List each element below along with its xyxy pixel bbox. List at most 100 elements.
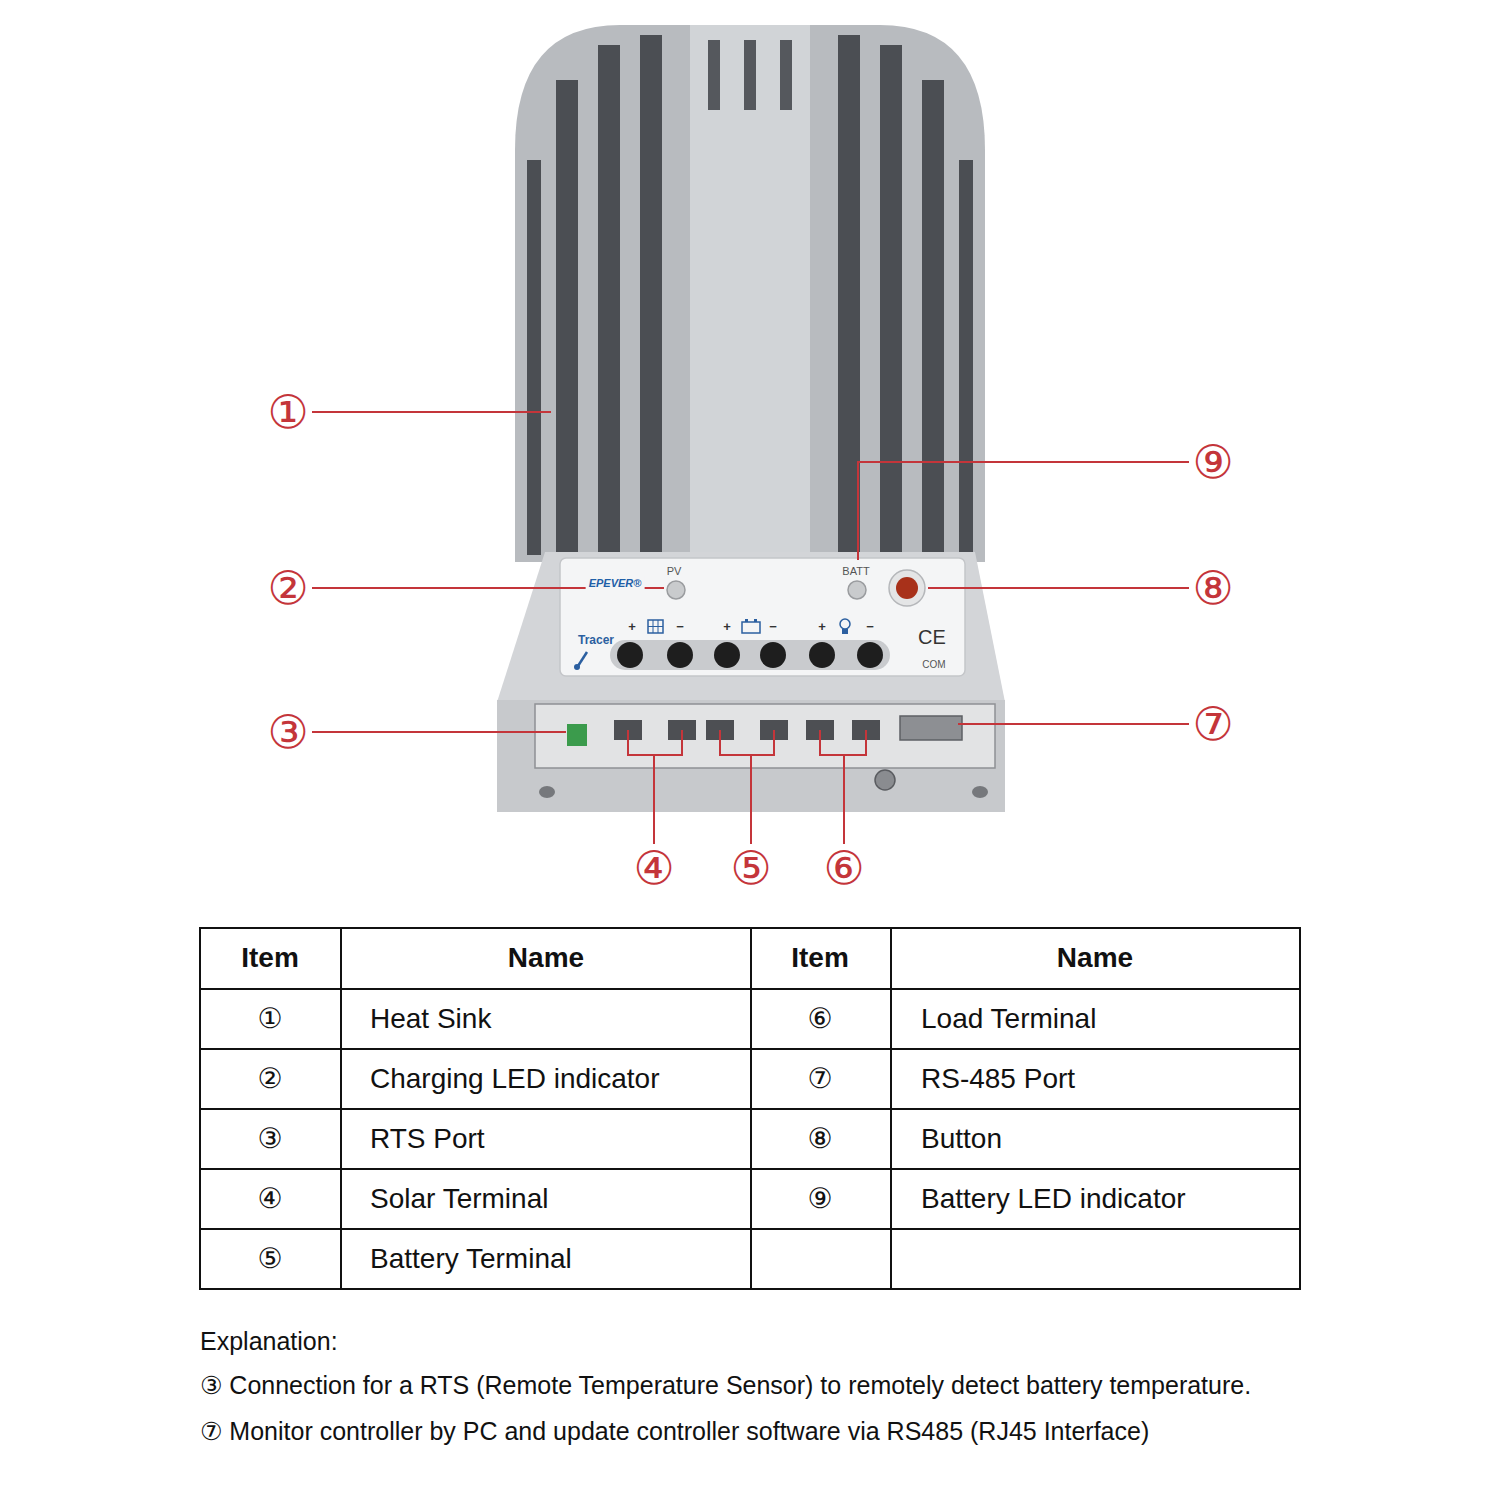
base-housing bbox=[539, 786, 555, 798]
port-label: COM bbox=[922, 659, 945, 670]
leader-lines bbox=[750, 755, 752, 844]
front-panel bbox=[809, 642, 835, 668]
front-panel bbox=[760, 642, 786, 668]
callout-number: ⑧ bbox=[1192, 563, 1233, 614]
item-number: ⑧ bbox=[807, 1124, 832, 1155]
heat-sink bbox=[959, 160, 973, 555]
led-label: PV bbox=[667, 565, 682, 577]
polarity-mark: − bbox=[866, 620, 874, 634]
callout-number: ⑦ bbox=[1192, 699, 1233, 750]
panel-icons bbox=[745, 619, 748, 622]
heat-sink bbox=[556, 80, 578, 555]
heat-sink bbox=[690, 25, 810, 562]
brand-logo: EPEVER® bbox=[586, 576, 645, 590]
panel-icons bbox=[840, 619, 850, 629]
item-number: ① bbox=[257, 1004, 282, 1035]
polarity-mark: − bbox=[676, 620, 684, 634]
led-and-button bbox=[667, 581, 685, 599]
table-cell: Button bbox=[921, 1124, 1002, 1155]
parts-table bbox=[200, 1108, 1300, 1110]
front-panel bbox=[857, 642, 883, 668]
front-panel bbox=[610, 640, 890, 670]
leader-lines bbox=[312, 412, 1189, 844]
panel-icons bbox=[648, 626, 663, 627]
table-header: Name bbox=[1057, 943, 1133, 974]
front-panel bbox=[497, 552, 1005, 702]
panel-icons bbox=[574, 664, 580, 670]
base-housing bbox=[875, 770, 895, 790]
heat-sink bbox=[598, 45, 620, 555]
base-housing bbox=[972, 786, 988, 798]
heat-sink bbox=[838, 35, 860, 555]
table-cell: Charging LED indicator bbox=[370, 1064, 660, 1095]
item-number: ⑤ bbox=[257, 1244, 282, 1275]
leader-lines bbox=[312, 731, 566, 733]
item-number: ⑥ bbox=[807, 1004, 832, 1035]
table-cell: Battery Terminal bbox=[370, 1244, 572, 1275]
leader-lines bbox=[628, 730, 682, 755]
panel-icons bbox=[578, 652, 587, 666]
explanation-text: ⑦ Monitor controller by PC and update co… bbox=[200, 1418, 1149, 1446]
callout-number: ④ bbox=[633, 843, 674, 894]
heat-sink bbox=[640, 35, 662, 555]
heat-sink bbox=[708, 40, 720, 110]
polarity-mark: − bbox=[769, 620, 777, 634]
polarity-mark: + bbox=[628, 620, 636, 634]
explanation-text: ③ Connection for a RTS (Remote Temperatu… bbox=[200, 1372, 1251, 1400]
heat-sink bbox=[922, 80, 944, 555]
callout-number: ③ bbox=[267, 707, 308, 758]
item-number: ③ bbox=[257, 1124, 282, 1155]
heat-sink bbox=[780, 40, 792, 110]
leader-lines bbox=[312, 411, 551, 413]
heat-sink bbox=[880, 45, 902, 555]
panel-icons bbox=[742, 622, 760, 633]
leader-lines bbox=[843, 755, 845, 844]
heat-sink bbox=[744, 40, 756, 110]
table-cell: RTS Port bbox=[370, 1124, 485, 1155]
leader-lines bbox=[820, 730, 866, 755]
callout-number: ⑤ bbox=[730, 843, 771, 894]
explanation-text: Explanation: bbox=[200, 1328, 338, 1356]
led-and-button bbox=[848, 581, 866, 599]
table-cell: Heat Sink bbox=[370, 1004, 491, 1035]
heat-sink bbox=[515, 25, 985, 562]
leader-lines bbox=[720, 730, 774, 755]
table-cell: RS-485 Port bbox=[921, 1064, 1075, 1095]
heat-sink bbox=[515, 25, 985, 562]
table-cell: Solar Terminal bbox=[370, 1184, 548, 1215]
panel-icons bbox=[574, 619, 850, 670]
base-housing bbox=[535, 704, 995, 768]
parts-table bbox=[200, 1048, 1300, 1050]
table-header: Name bbox=[508, 943, 584, 974]
table-header: Item bbox=[241, 943, 299, 974]
parts-table bbox=[200, 928, 1300, 1289]
item-number: ② bbox=[257, 1064, 282, 1095]
leader-lines bbox=[928, 587, 1189, 589]
front-panel bbox=[617, 642, 643, 668]
panel-icons bbox=[754, 619, 757, 622]
heat-sink bbox=[527, 160, 541, 555]
front-panel bbox=[667, 642, 693, 668]
polarity-mark: + bbox=[818, 620, 826, 634]
led-and-button bbox=[896, 577, 918, 599]
led-and-button bbox=[667, 570, 925, 606]
callout-number: ① bbox=[267, 387, 308, 438]
parts-table bbox=[200, 988, 1300, 990]
parts-table bbox=[200, 928, 1300, 1289]
front-panel bbox=[714, 642, 740, 668]
panel-icons bbox=[842, 629, 848, 634]
base-housing bbox=[900, 716, 962, 740]
callout-number: ② bbox=[267, 563, 308, 614]
table-cell: Battery LED indicator bbox=[921, 1184, 1186, 1215]
polarity-mark: + bbox=[723, 620, 731, 634]
front-panel bbox=[497, 552, 1005, 702]
leader-lines bbox=[653, 755, 655, 844]
callout-number: ⑨ bbox=[1192, 437, 1233, 488]
item-number: ⑦ bbox=[807, 1064, 832, 1095]
leader-lines bbox=[958, 723, 1189, 725]
parts-table bbox=[200, 1228, 1300, 1230]
model-name: Tracer bbox=[578, 634, 614, 647]
